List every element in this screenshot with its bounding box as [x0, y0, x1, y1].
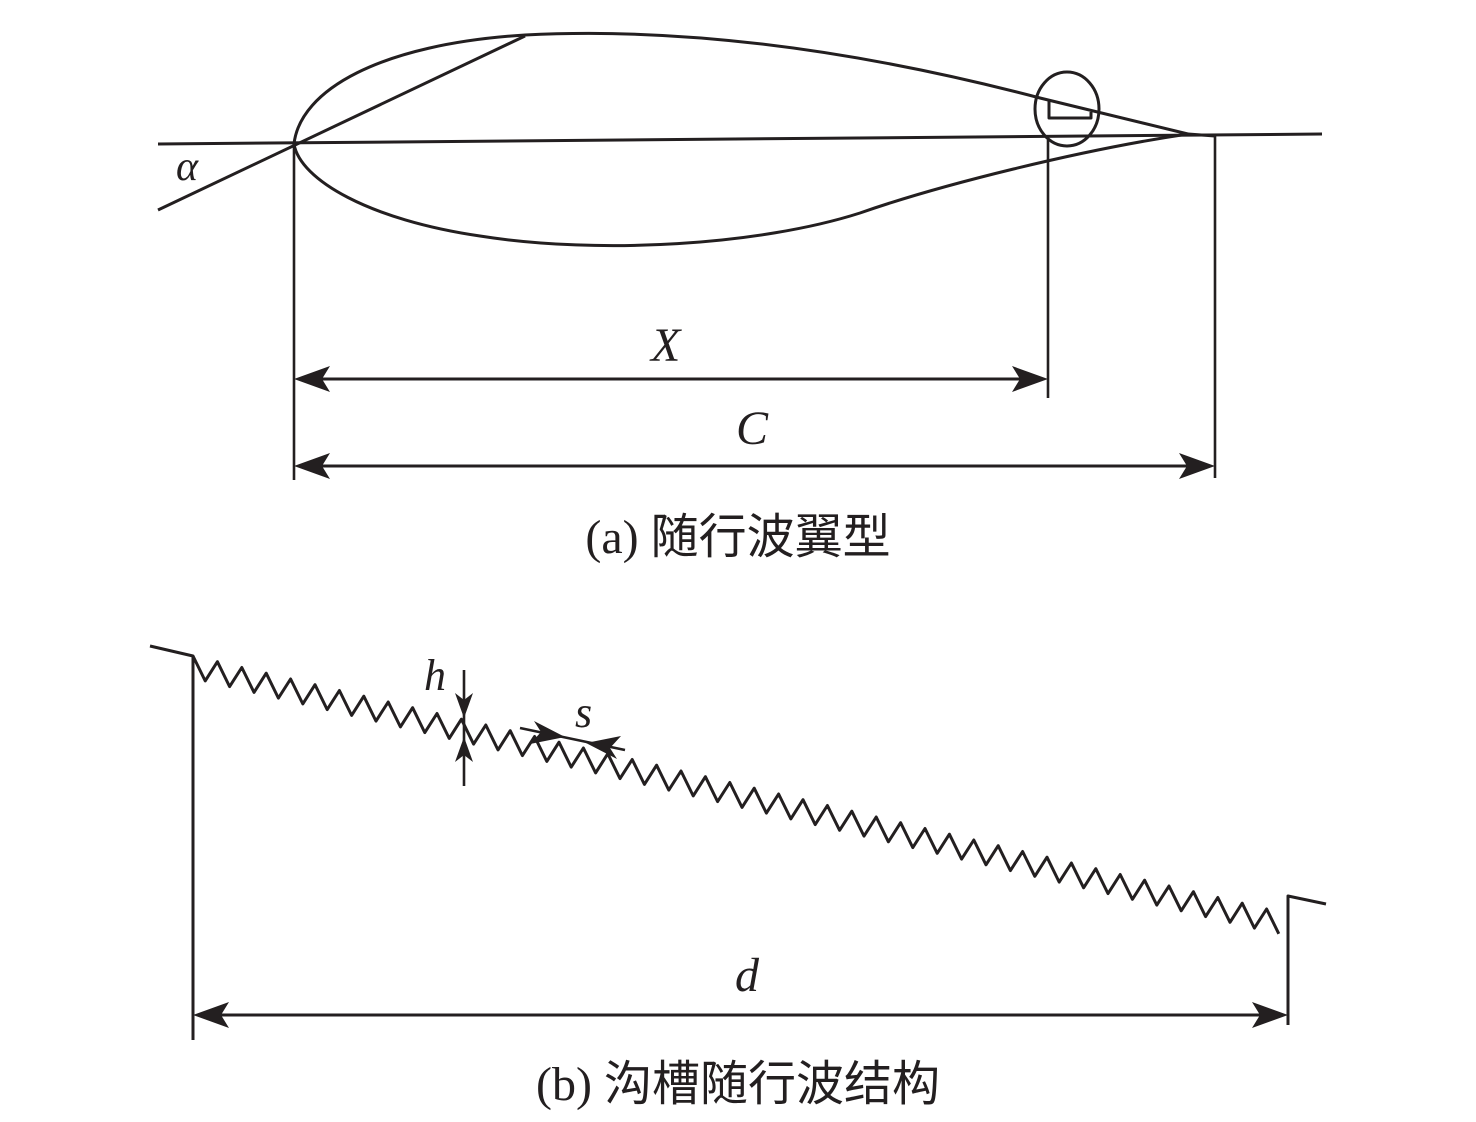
groove-zigzag: [191, 655, 1281, 935]
chord-line: [157, 132, 1323, 146]
alpha-label: α: [176, 144, 199, 190]
trailing-edge: [1187, 132, 1216, 138]
panel-a-airfoil-diagram: α X C (a) 随行波翼型: [157, 31, 1323, 564]
right-surface: [1286, 894, 1327, 1025]
s-label: s: [575, 688, 592, 737]
s-dimension-marker: [519, 721, 626, 759]
airfoil-outline: [292, 31, 1190, 248]
panel-b-groove-diagram: h s d (b) 沟槽随行波结构: [149, 644, 1327, 1111]
c-label: C: [736, 402, 769, 455]
h-dimension-marker: [455, 670, 473, 786]
groove-detail-mark: [1047, 100, 1093, 120]
d-dimension-arrow: [193, 1002, 1288, 1028]
x-dimension-arrow: [294, 366, 1048, 392]
c-dimension-arrow: [294, 453, 1215, 479]
d-label: d: [735, 949, 760, 1002]
x-label: X: [649, 319, 682, 372]
h-label: h: [424, 651, 446, 700]
angle-of-attack-line: [157, 34, 526, 212]
caption-a: (a) 随行波翼型: [585, 511, 890, 564]
caption-b: (b) 沟槽随行波结构: [536, 1058, 940, 1111]
detail-circle: [1033, 70, 1101, 148]
left-surface: [149, 644, 195, 1040]
